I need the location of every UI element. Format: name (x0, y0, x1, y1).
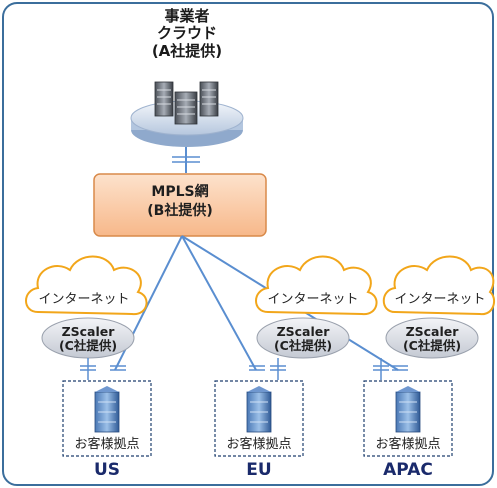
cloud-provider-title: 事業者 クラウド (A社提供) (137, 7, 237, 60)
cloud-mpls-link (172, 147, 200, 173)
zscaler-label-apac: ZScaler (C社提供) (386, 325, 478, 353)
cloud-provider-line2: クラウド (156, 24, 217, 43)
cloud-provider-line1: 事業者 (164, 7, 210, 25)
zscaler-provider-us: (C社提供) (58, 337, 118, 353)
internet-cloud-apac (382, 255, 496, 316)
internet-label-eu: インターネット (267, 292, 359, 307)
zscaler-node-eu (256, 317, 350, 359)
zscaler-provider-apac: (C社提供) (402, 337, 462, 353)
region-label-apac: APAC (383, 460, 433, 480)
zscaler-provider-eu: (C社提供) (273, 337, 333, 353)
zscaler-label-us: ZScaler (C社提供) (42, 325, 134, 353)
building-icon-apac (395, 386, 421, 433)
site-box-eu (214, 380, 304, 457)
zscaler-name-eu: ZScaler (276, 324, 330, 339)
mpls-box (93, 173, 267, 237)
server-rack-icon (154, 81, 219, 125)
internet-cloud-us (25, 255, 148, 316)
internet-label-us: インターネット (38, 292, 130, 307)
internet-label-apac: インターネット (394, 292, 486, 307)
zscaler-node-apac (385, 317, 479, 359)
mpls-line2: (B社提供) (147, 203, 213, 220)
zscaler-name-us: ZScaler (61, 324, 115, 339)
mpls-label: MPLS網 (B社提供) (94, 184, 266, 219)
site-box-apac (363, 380, 453, 457)
zscaler-site-links (80, 358, 408, 380)
zscaler-name-apac: ZScaler (405, 324, 459, 339)
internet-cloud-eu (255, 255, 378, 316)
cloud-provider-line3: (A社提供) (151, 41, 223, 60)
building-icon-eu (246, 386, 272, 433)
site-label-eu: お客様拠点 (226, 437, 292, 452)
region-label-eu: EU (246, 460, 272, 480)
building-icon-us (94, 386, 120, 433)
mpls-line1: MPLS網 (151, 184, 209, 200)
zscaler-label-eu: ZScaler (C社提供) (257, 325, 349, 353)
site-label-apac: お客様拠点 (375, 437, 441, 452)
region-label-us: US (93, 460, 121, 480)
site-box-us (62, 380, 152, 457)
site-label-us: お客様拠点 (74, 437, 140, 452)
